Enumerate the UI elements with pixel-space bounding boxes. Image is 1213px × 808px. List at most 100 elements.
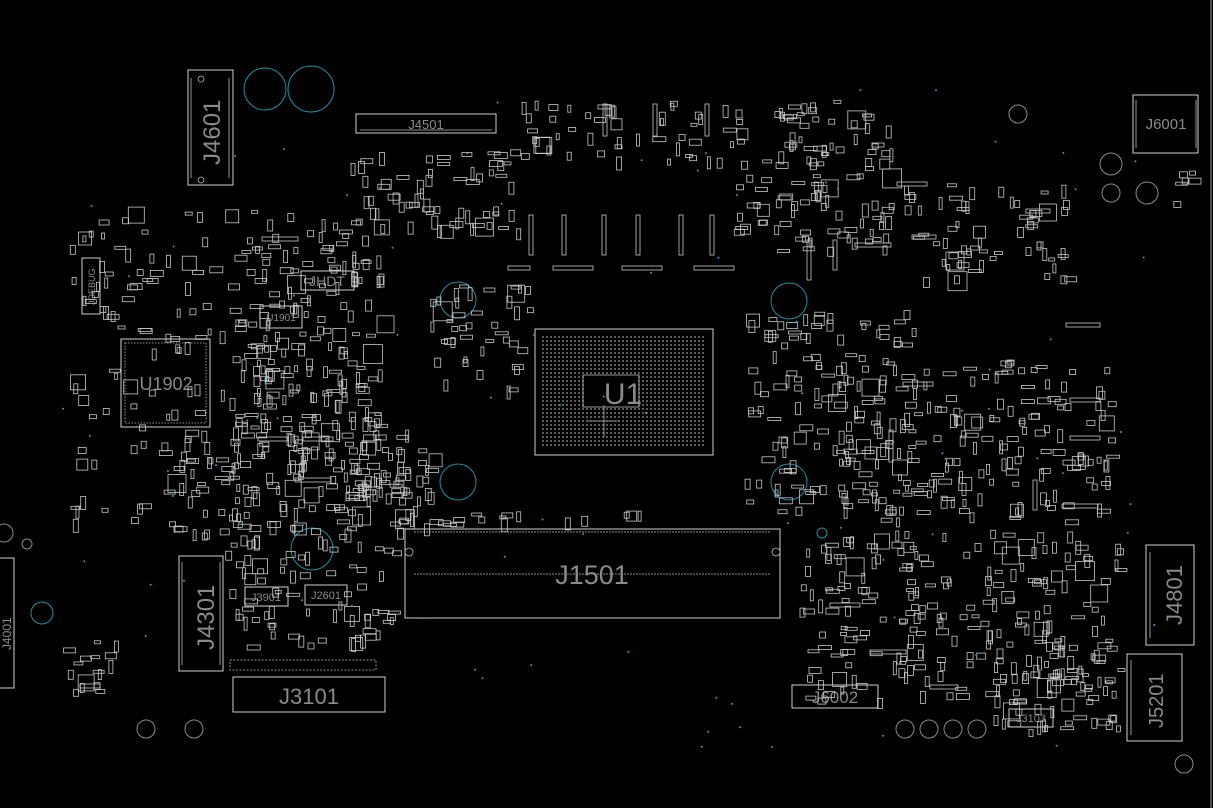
bga-ball <box>566 352 568 354</box>
mounting-hole <box>243 67 287 111</box>
passive-component <box>847 376 854 385</box>
passive-component <box>424 487 432 501</box>
connector-jdebug[interactable]: JDEBUG <box>81 257 101 315</box>
chip-u1902[interactable]: U1902 <box>120 338 211 428</box>
bga-ball <box>690 348 692 350</box>
mounting-hole <box>290 527 334 571</box>
passive-component <box>434 206 441 215</box>
ic-component <box>906 644 924 661</box>
bga-ball <box>694 368 696 370</box>
connector-j4501[interactable]: J4501 <box>355 113 497 134</box>
chip-u1[interactable]: U1 <box>534 328 714 456</box>
passive-component <box>967 626 981 630</box>
passive-component <box>98 219 110 226</box>
bga-ball <box>574 348 576 350</box>
passive-component <box>989 478 994 486</box>
passive-component <box>810 158 817 171</box>
bga-ball <box>598 424 600 426</box>
passive-component <box>320 248 333 255</box>
passive-component <box>722 105 729 118</box>
passive-component <box>423 198 431 213</box>
connector-j4301[interactable]: J4301 <box>178 555 224 672</box>
connector-j4601[interactable]: J4601 <box>187 69 234 186</box>
passive-component <box>360 442 367 456</box>
connector-j3101[interactable]: J3101 <box>229 659 386 713</box>
passive-component <box>969 512 975 524</box>
tooling-hole <box>1099 152 1123 176</box>
passive-component <box>1017 502 1023 516</box>
connector-j5201[interactable]: J5201 <box>1126 653 1183 742</box>
connector-j6001[interactable]: J6001 <box>1132 94 1199 154</box>
passive-component <box>282 416 292 422</box>
passive-component <box>148 389 156 397</box>
passive-component <box>772 351 777 365</box>
bga-ball <box>666 428 668 430</box>
connector-j3103[interactable]: J3103 <box>1008 708 1054 728</box>
passive-component <box>1065 676 1080 680</box>
ic-component <box>1078 455 1089 467</box>
bga-ball <box>542 364 544 366</box>
connector-j2601[interactable]: J2601 <box>304 584 348 606</box>
passive-component <box>465 210 471 225</box>
passive-component <box>1086 477 1095 484</box>
connector-j1501[interactable]: J1501 <box>404 528 781 619</box>
passive-component <box>286 432 292 446</box>
passive-component <box>136 269 144 276</box>
passive-component <box>803 608 815 615</box>
connector-j4801[interactable]: J4801 <box>1145 544 1195 646</box>
passive-component <box>82 295 87 306</box>
tooling-hole <box>21 538 33 550</box>
bga-ball <box>566 360 568 362</box>
connector-j3901[interactable]: J3901 <box>244 586 289 607</box>
ic-component <box>475 217 494 237</box>
passive-component <box>403 487 408 497</box>
passive-component <box>234 326 247 332</box>
passive-component <box>986 463 990 475</box>
bga-ball <box>638 416 640 418</box>
bga-ball <box>634 412 636 414</box>
passive-component <box>989 256 997 261</box>
passive-component <box>1017 618 1022 625</box>
passive-component <box>388 452 393 461</box>
bga-ball <box>542 424 544 426</box>
bga-ball <box>666 348 668 350</box>
passive-component <box>904 531 910 539</box>
passive-component <box>165 333 172 343</box>
passive-component <box>1024 624 1030 636</box>
passive-component <box>97 669 102 680</box>
bga-ball <box>554 404 556 406</box>
bga-ball <box>542 432 544 434</box>
ic-component <box>303 487 320 504</box>
passive-component <box>996 685 1000 697</box>
bga-ball <box>582 372 584 374</box>
passive-component <box>418 448 428 454</box>
bga-ball <box>694 440 696 442</box>
bga-ball <box>646 400 648 402</box>
passive-component <box>782 446 787 459</box>
bga-ball <box>586 416 588 418</box>
bga-ball <box>650 340 652 342</box>
bga-ball <box>666 444 668 446</box>
bga-ball <box>650 420 652 422</box>
passive-component <box>250 425 260 430</box>
via <box>481 677 484 680</box>
via <box>735 194 738 197</box>
via <box>88 434 91 437</box>
bga-ball <box>562 344 564 346</box>
bga-ball <box>642 368 644 370</box>
connector-j4001[interactable]: J4001 <box>0 557 15 689</box>
bga-ball <box>630 344 632 346</box>
bga-ball <box>546 436 548 438</box>
bga-ball <box>626 356 628 358</box>
passive-component <box>349 615 355 627</box>
tooling-hole <box>0 523 14 543</box>
passive-component <box>786 322 799 329</box>
passive-component <box>733 228 745 236</box>
bga-ball <box>574 380 576 382</box>
passive-component <box>848 439 854 451</box>
passive-component <box>127 284 138 291</box>
passive-component <box>917 205 922 216</box>
passive-component <box>973 441 977 455</box>
passive-component <box>1025 247 1032 256</box>
